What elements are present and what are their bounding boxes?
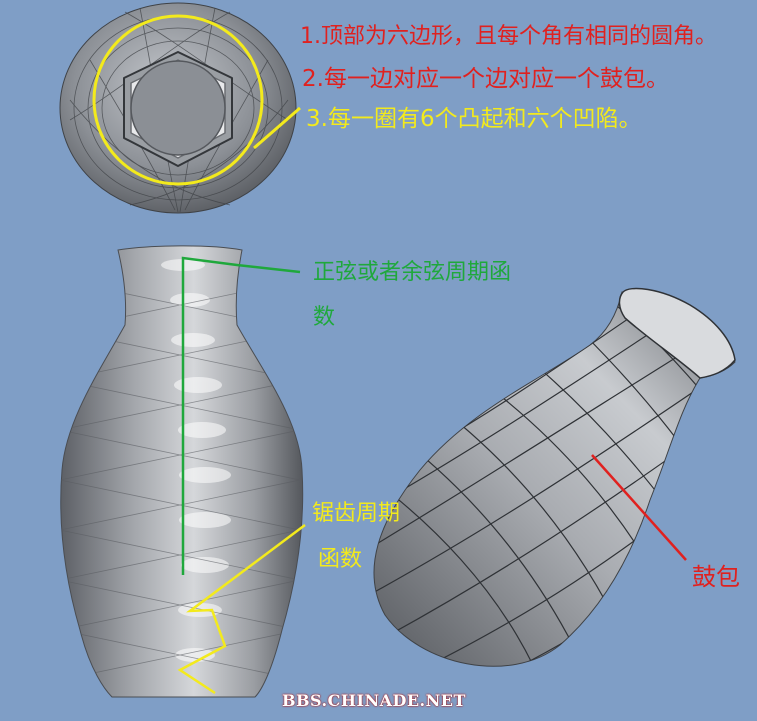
- bulge-marker-line: [591, 454, 687, 561]
- tilted-vase-rim: [618, 287, 736, 379]
- yellow-highlight-circle: [92, 14, 264, 186]
- sawtooth-label-line2: 函数: [318, 547, 363, 572]
- sine-marker-line: [181, 256, 301, 575]
- sine-label-line1: 正弦或者余弦周期函: [313, 260, 512, 285]
- tilted-vase: [373, 287, 736, 667]
- watermark: BBS.CHINADE.NET: [282, 691, 466, 710]
- sawtooth-marker-line: [177, 523, 306, 695]
- bulge-label: 鼓包: [692, 563, 740, 591]
- upright-vase: [60, 245, 306, 698]
- note-bumps-per-ring: 3.每一圈有6个凸起和六个凹陷。: [306, 106, 642, 132]
- top-opening: [130, 60, 226, 156]
- note-edge-bulge: 2.每一边对应一个边对应一个鼓包。: [302, 66, 669, 92]
- tilted-vase-body: [373, 291, 736, 667]
- sawtooth-label-line1: 锯齿周期: [312, 501, 401, 526]
- note-hexagon-top: 1.顶部为六边形，且每个角有相同的圆角。: [300, 24, 717, 49]
- sine-label-line2: 数: [313, 305, 336, 330]
- top-view: [59, 2, 301, 214]
